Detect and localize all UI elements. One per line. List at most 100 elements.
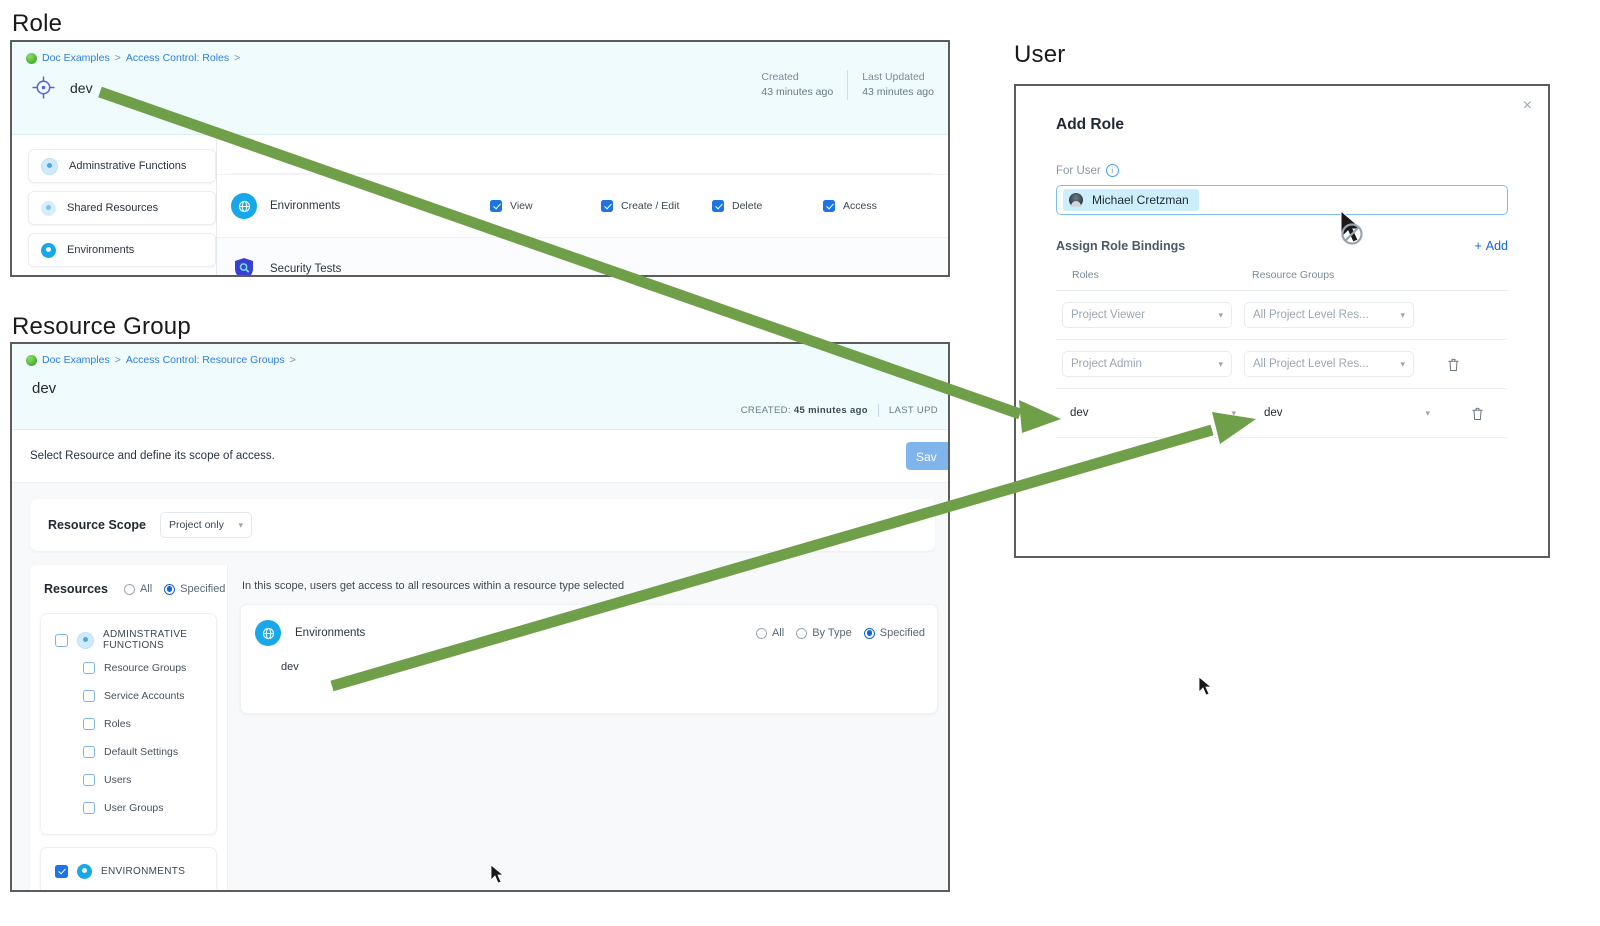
resource-group-section-title: Resource Group bbox=[12, 313, 191, 340]
updated-label: LAST UPD bbox=[888, 405, 938, 416]
scope-option-specified[interactable]: Specified bbox=[863, 627, 925, 639]
role-select[interactable]: Project Viewer ▾ bbox=[1062, 302, 1232, 328]
tree-group-row-environments[interactable]: ENVIRONMENTS bbox=[41, 857, 185, 885]
permission-access[interactable]: Access bbox=[823, 200, 934, 212]
sidebar-item-label: Shared Resources bbox=[67, 202, 159, 214]
chevron-down-icon: ▾ bbox=[1400, 358, 1405, 369]
sidebar-item-environments[interactable]: Environments bbox=[28, 233, 216, 267]
table-row: Project Viewer ▾ All Project Level Res..… bbox=[1056, 291, 1508, 340]
resource-group-panel: Doc Examples > Access Control: Resource … bbox=[10, 342, 950, 892]
breadcrumb-root[interactable]: Doc Examples bbox=[42, 52, 110, 64]
sidebar-item-administrative-functions[interactable]: Adminstrative Functions bbox=[28, 149, 216, 183]
add-role-dialog: × Add Role For User i Michael Cretzman A… bbox=[1014, 84, 1550, 558]
tree-group-label: ADMINSTRATIVE FUNCTIONS bbox=[103, 629, 188, 651]
permission-delete[interactable]: Delete bbox=[712, 200, 823, 212]
resource-scope-select[interactable]: Project only ▾ bbox=[159, 512, 252, 538]
delete-row-button[interactable] bbox=[1464, 406, 1490, 421]
info-icon[interactable]: i bbox=[1105, 164, 1119, 177]
checkbox-icon[interactable] bbox=[83, 690, 95, 702]
avatar bbox=[1069, 193, 1083, 207]
resource-tree-environments: ENVIRONMENTS bbox=[40, 847, 217, 890]
tree-item-service-accounts[interactable]: Service Accounts bbox=[41, 682, 216, 710]
breadcrumb-separator-2: > bbox=[289, 354, 296, 366]
role-select[interactable]: dev ▾ bbox=[1062, 400, 1244, 426]
user-name: Michael Cretzman bbox=[1092, 193, 1189, 207]
subbar-instruction: Select Resource and define its scope of … bbox=[30, 450, 275, 462]
permission-checkboxes: View Create / Edit Delete Access bbox=[490, 200, 934, 212]
tree-item-user-groups[interactable]: User Groups bbox=[41, 794, 216, 822]
role-select[interactable]: Project Admin ▾ bbox=[1062, 351, 1232, 377]
created-meta: Created 43 minutes ago bbox=[747, 70, 847, 100]
dialog-title: Add Role bbox=[1056, 116, 1125, 133]
chevron-down-icon: ▾ bbox=[1400, 309, 1405, 320]
chevron-down-icon: ▾ bbox=[238, 519, 243, 530]
save-button[interactable]: Sav bbox=[906, 442, 948, 470]
checkbox-icon[interactable] bbox=[55, 633, 68, 647]
resource-group-header: Doc Examples > Access Control: Resource … bbox=[12, 344, 948, 430]
security-shield-icon bbox=[231, 256, 257, 275]
solid-dot-icon bbox=[77, 863, 92, 879]
breadcrumb-access-control-roles[interactable]: Access Control: Roles bbox=[125, 52, 230, 64]
resources-option-all[interactable]: All bbox=[123, 583, 152, 595]
scope-option-all[interactable]: All bbox=[755, 627, 784, 639]
checkbox-icon[interactable] bbox=[83, 774, 95, 786]
resource-scope-card: Resource Scope Project only ▾ bbox=[30, 499, 935, 551]
resource-group-value: All Project Level Res... bbox=[1253, 309, 1369, 321]
scope-option-by-type[interactable]: By Type bbox=[796, 627, 852, 639]
created-meta: CREATED: 45 minutes ago bbox=[740, 405, 868, 416]
tree-item-resource-groups[interactable]: Resource Groups bbox=[41, 654, 216, 682]
radio-selected-icon[interactable] bbox=[164, 583, 176, 595]
user-select-field[interactable]: Michael Cretzman bbox=[1056, 185, 1508, 215]
close-icon[interactable]: × bbox=[1522, 97, 1532, 114]
resource-group-select[interactable]: dev ▾ bbox=[1256, 400, 1438, 426]
scope-environment-item: dev bbox=[281, 661, 299, 673]
delete-row-button[interactable] bbox=[1440, 357, 1466, 372]
role-meta: Created 43 minutes ago Last Updated 43 m… bbox=[747, 70, 948, 101]
breadcrumb-separator-2: > bbox=[234, 52, 241, 64]
radio-icon[interactable] bbox=[123, 583, 135, 595]
chevron-down-icon: ▾ bbox=[1218, 309, 1223, 320]
column-roles: Roles bbox=[1072, 269, 1099, 281]
checkbox-icon[interactable] bbox=[83, 802, 95, 814]
breadcrumb[interactable]: Doc Examples > Access Control: Resource … bbox=[12, 344, 948, 366]
pale-dot-icon bbox=[41, 157, 58, 175]
user-chip[interactable]: Michael Cretzman bbox=[1063, 189, 1199, 211]
breadcrumb-root[interactable]: Doc Examples bbox=[42, 354, 110, 366]
checkbox-checked-icon[interactable] bbox=[601, 200, 613, 212]
role-value: Project Admin bbox=[1071, 358, 1142, 370]
permission-row-environments: Environments View Create / Edit Delete bbox=[217, 174, 948, 237]
chevron-down-icon: ▾ bbox=[1231, 407, 1236, 418]
resource-group-select[interactable]: All Project Level Res... ▾ bbox=[1244, 351, 1414, 377]
resource-group-subbar: Select Resource and define its scope of … bbox=[12, 430, 948, 483]
permission-view[interactable]: View bbox=[490, 200, 601, 212]
tree-item-default-settings[interactable]: Default Settings bbox=[41, 738, 216, 766]
breadcrumb-access-control-resource-groups[interactable]: Access Control: Resource Groups bbox=[125, 354, 285, 366]
role-panel-header: Doc Examples > Access Control: Roles > d… bbox=[12, 42, 948, 135]
permission-create-edit[interactable]: Create / Edit bbox=[601, 200, 712, 212]
tree-item-label: Users bbox=[104, 774, 132, 786]
sidebar-item-shared-resources[interactable]: Shared Resources bbox=[28, 191, 216, 225]
resource-group-body: Resource Scope Project only ▾ Resources … bbox=[12, 483, 948, 890]
radio-selected-icon[interactable] bbox=[863, 627, 875, 639]
resource-tree-administrative-functions: ADMINSTRATIVE FUNCTIONS Resource Groups … bbox=[40, 613, 217, 835]
radio-icon[interactable] bbox=[796, 627, 808, 639]
checkbox-icon[interactable] bbox=[83, 662, 95, 674]
environment-globe-icon bbox=[231, 193, 257, 219]
role-bindings-table: Roles Resource Groups Project Viewer ▾ A… bbox=[1056, 269, 1508, 438]
tree-group-row[interactable]: ADMINSTRATIVE FUNCTIONS bbox=[41, 626, 216, 654]
checkbox-checked-icon[interactable] bbox=[490, 200, 502, 212]
resource-group-select[interactable]: All Project Level Res... ▾ bbox=[1244, 302, 1414, 328]
resources-option-specified[interactable]: Specified bbox=[164, 583, 225, 595]
tree-item-users[interactable]: Users bbox=[41, 766, 216, 794]
add-binding-button[interactable]: + Add bbox=[1474, 239, 1508, 253]
scope-note: In this scope, users get access to all r… bbox=[242, 580, 625, 592]
radio-icon[interactable] bbox=[755, 627, 767, 639]
checkbox-checked-icon[interactable] bbox=[823, 200, 835, 212]
checkbox-icon[interactable] bbox=[83, 746, 95, 758]
breadcrumb[interactable]: Doc Examples > Access Control: Roles > bbox=[12, 42, 948, 64]
checkbox-icon[interactable] bbox=[83, 718, 95, 730]
checkbox-checked-icon[interactable] bbox=[712, 200, 724, 212]
checkbox-checked-icon[interactable] bbox=[55, 864, 68, 878]
chevron-down-icon: ▾ bbox=[1218, 358, 1223, 369]
tree-item-roles[interactable]: Roles bbox=[41, 710, 216, 738]
